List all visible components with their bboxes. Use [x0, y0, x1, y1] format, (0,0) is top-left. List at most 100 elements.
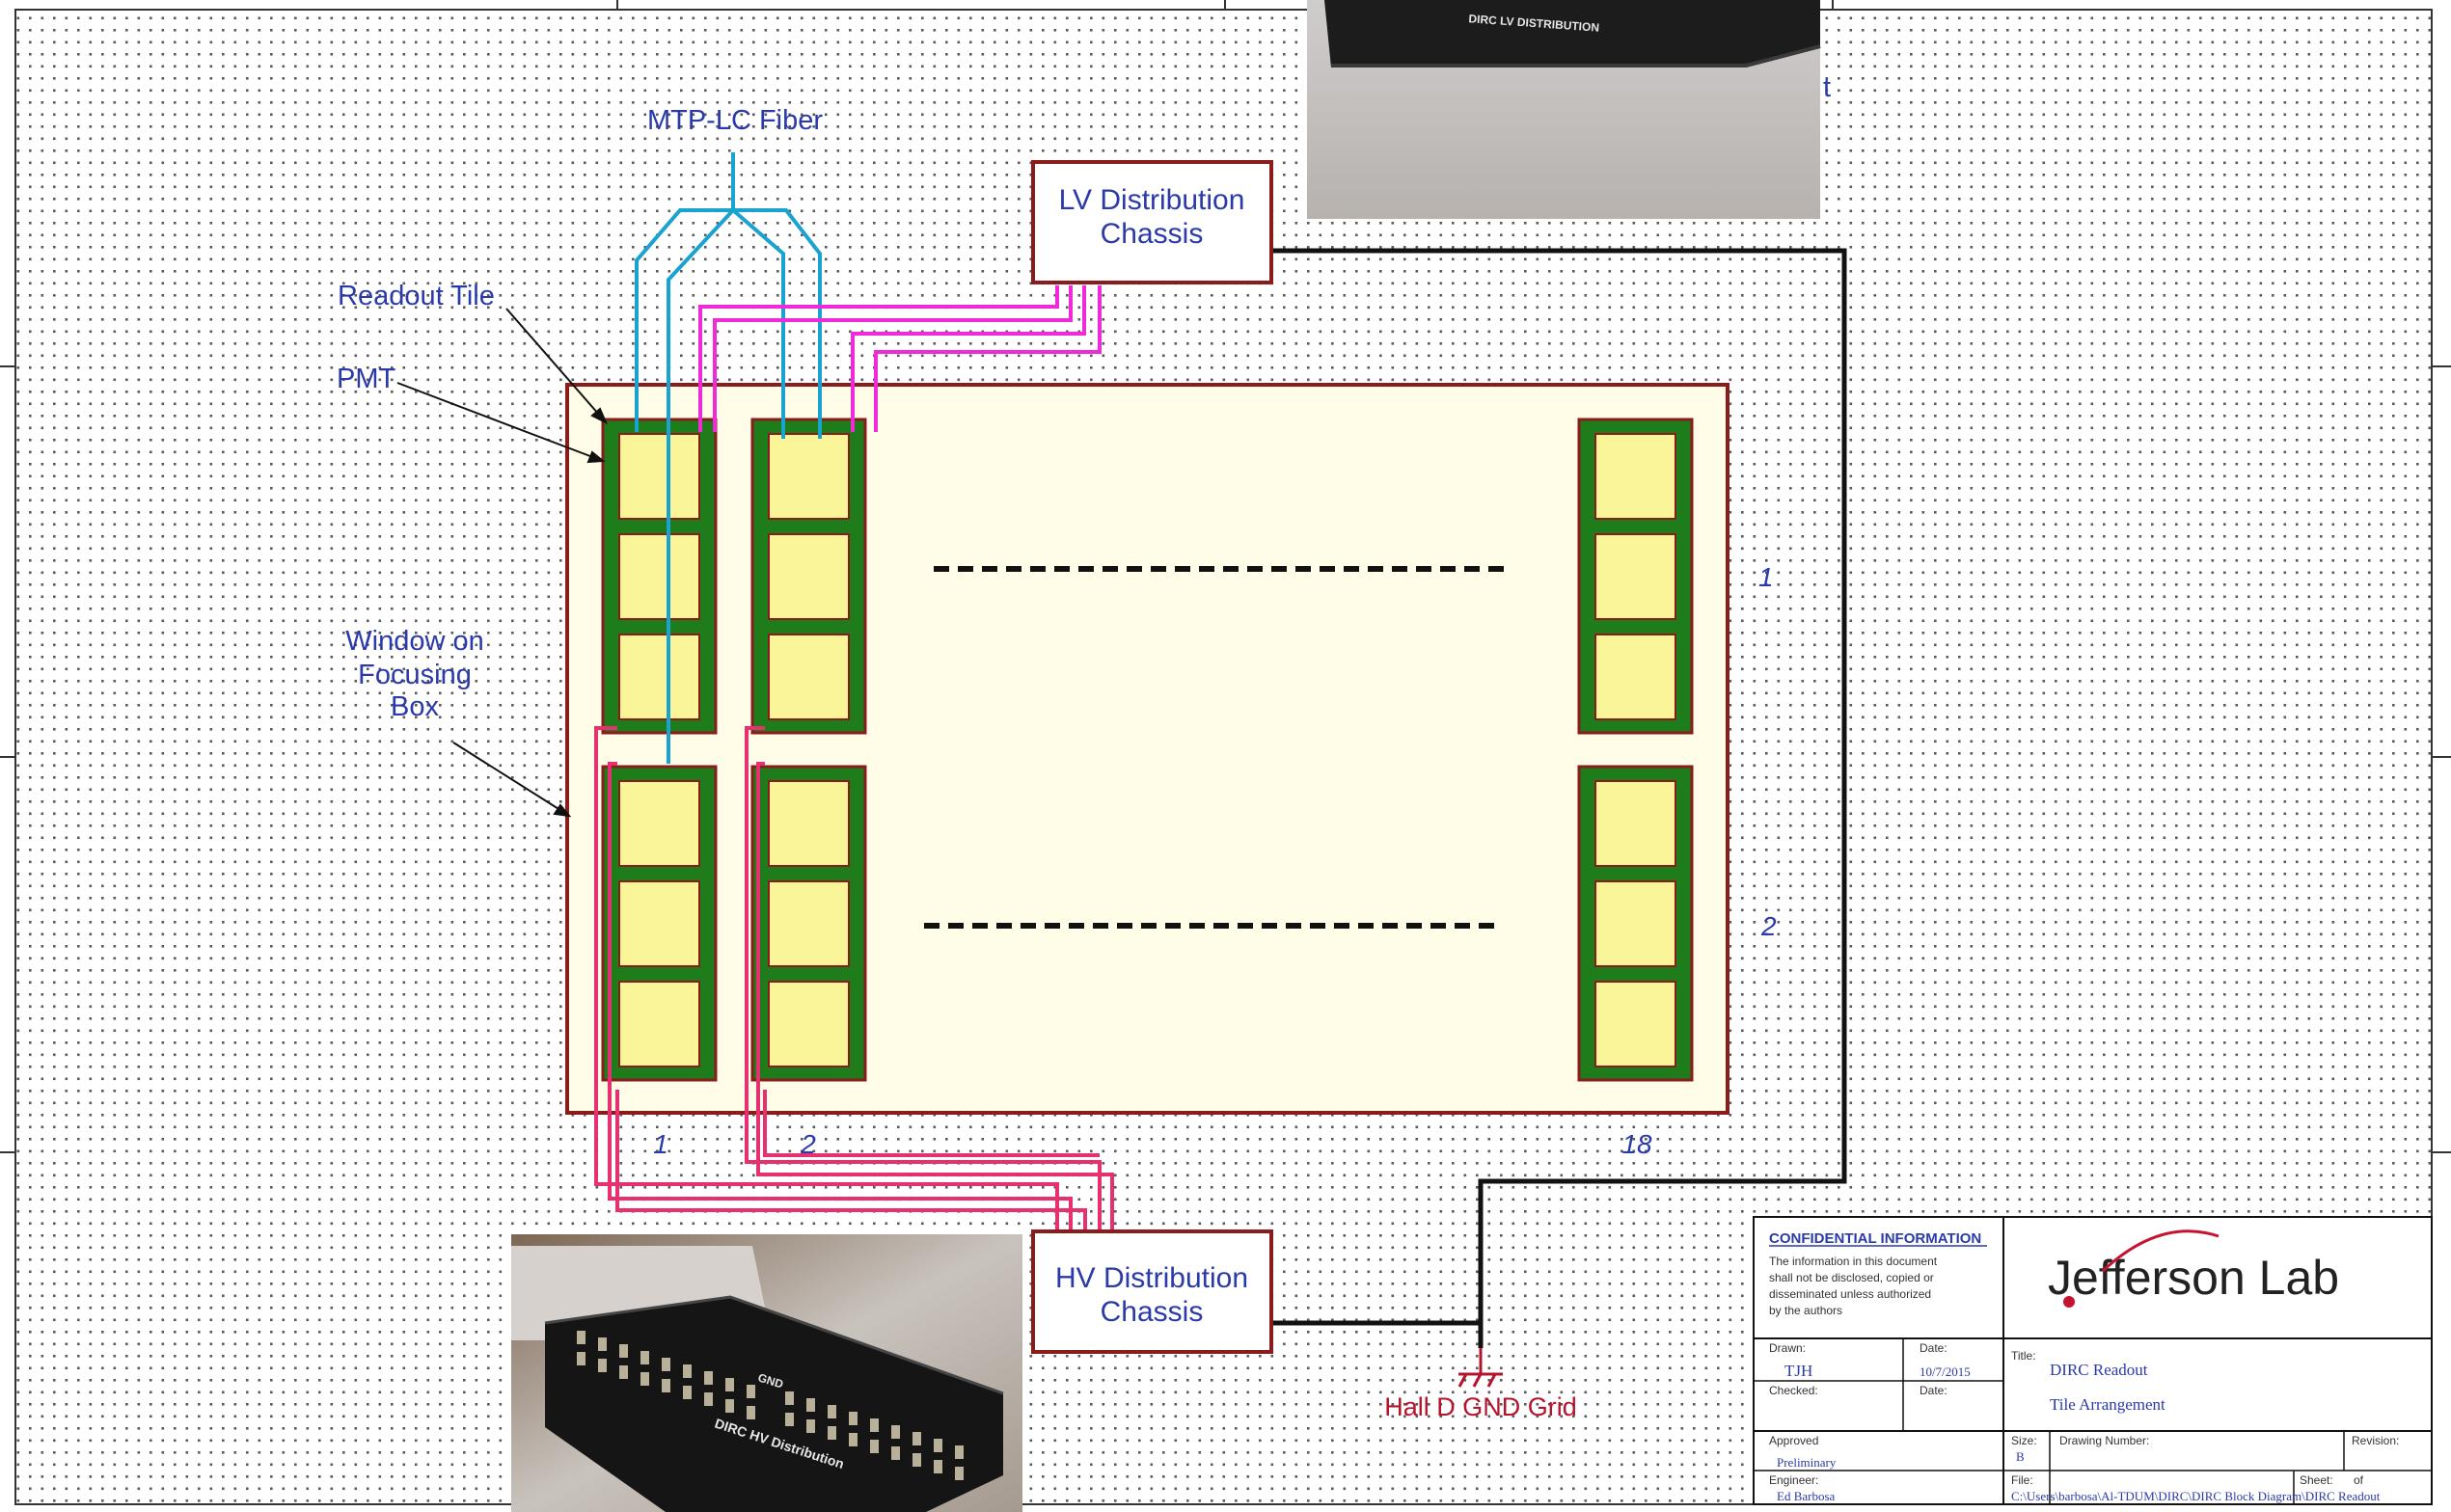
- ground-label: Hall D GND Grid: [1384, 1392, 1577, 1421]
- hv-photo-connector: [747, 1406, 755, 1419]
- hv-chassis-label-1: HV Distribution: [1055, 1262, 1248, 1294]
- pmt-r2-c18-2: [1594, 880, 1676, 967]
- row-label-2: 2: [1760, 911, 1777, 941]
- hv-photo-connector: [912, 1453, 921, 1467]
- hv-photo-connector: [806, 1419, 815, 1433]
- focusing-box-window: [565, 383, 1729, 1115]
- ground-symbol: [1457, 1348, 1503, 1388]
- drawn-label: Drawn:: [1769, 1341, 1806, 1355]
- sheet-label: Sheet:: [2300, 1473, 2333, 1487]
- hv-photo-connector: [806, 1398, 815, 1412]
- confidential-line-3: disseminated unless authorized: [1769, 1287, 1931, 1301]
- hv-cables: [594, 726, 1114, 1231]
- border-ticks: [0, 0, 2451, 1153]
- hv-photo-connector: [598, 1359, 607, 1372]
- hv-photo-connector: [662, 1358, 670, 1371]
- pmt-r2-c2-1: [768, 780, 850, 867]
- hv-photo-connector: [662, 1379, 670, 1392]
- hv-photo-connectors: [577, 1331, 964, 1480]
- window-label-3: Box: [391, 691, 439, 722]
- hv-photo-connector: [747, 1385, 755, 1398]
- column-label-2: 2: [800, 1129, 816, 1159]
- row-label-1: 1: [1758, 562, 1774, 592]
- leader-lines: [396, 308, 608, 818]
- hv-photo-connector: [828, 1426, 836, 1440]
- lv-chassis-photo: DIRC LV DISTRIBUTION: [1307, 0, 1821, 219]
- approved-value: Preliminary: [1777, 1455, 1837, 1470]
- hv-photo-connector: [577, 1352, 586, 1365]
- hv-photo-connector: [870, 1440, 879, 1453]
- hv-distribution-chassis: HV Distribution Chassis: [1031, 1229, 1273, 1354]
- pmt-r1-c1-3: [618, 634, 700, 720]
- engineer-label: Engineer:: [1769, 1473, 1818, 1487]
- hv-photo-connector: [725, 1399, 734, 1413]
- pmt-r1-c18-2: [1594, 533, 1676, 620]
- sheet-value: of: [2354, 1473, 2364, 1487]
- pmt-r2-c18-3: [1594, 981, 1676, 1067]
- hv-photo-connector: [640, 1351, 649, 1364]
- readout-tiles: [601, 418, 1694, 1082]
- fiber-label: MTP-LC Fiber: [647, 105, 823, 136]
- file-value: C:\Users\barbosa\Al-TDUM\DIRC\DIRC Block…: [2011, 1489, 2381, 1503]
- date-value: 10/7/2015: [1920, 1364, 1971, 1379]
- pmt-r1-c18-3: [1594, 634, 1676, 720]
- pmt-r1-c1-2: [618, 533, 700, 620]
- hv-photo-connector: [849, 1433, 858, 1446]
- confidential-line-4: by the authors: [1769, 1304, 1842, 1317]
- confidential-heading: CONFIDENTIAL INFORMATION: [1769, 1230, 1981, 1247]
- file-label: File:: [2011, 1473, 2033, 1487]
- hv-photo-connector: [619, 1344, 628, 1358]
- checked-label: Checked:: [1769, 1384, 1818, 1397]
- column-label-18: 18: [1621, 1129, 1652, 1159]
- readout-tile-label: Readout Tile: [338, 281, 495, 311]
- drawn-value: TJH: [1784, 1362, 1812, 1380]
- pmt-r2-c2-2: [768, 880, 850, 967]
- hv-photo-connector: [870, 1418, 879, 1432]
- revision-label: Revision:: [2352, 1434, 2399, 1447]
- confidential-line-2: shall not be disclosed, copied or: [1769, 1271, 1934, 1284]
- hv-photo-connector: [598, 1337, 607, 1351]
- hv-photo-connector: [704, 1371, 713, 1385]
- jefferson-lab-logo: Jefferson Lab: [2048, 1251, 2339, 1305]
- logo-dot-icon: [2063, 1296, 2075, 1308]
- pmt-r2-c18-1: [1594, 780, 1676, 867]
- ground-cables: [1271, 248, 1847, 1348]
- hv-photo-connector: [577, 1331, 586, 1344]
- column-label-1: 1: [653, 1129, 668, 1159]
- hv-photo-connector: [683, 1364, 692, 1378]
- hv-photo-connector: [849, 1412, 858, 1425]
- engineer-value: Ed Barbosa: [1777, 1489, 1836, 1503]
- hv-photo-connector: [955, 1467, 964, 1480]
- logo-swoosh-icon: [2101, 1229, 2220, 1273]
- size-label: Size:: [2011, 1434, 2037, 1447]
- hv-photo-connector: [891, 1446, 900, 1460]
- hv-photo-connector: [955, 1445, 964, 1459]
- title-block: CONFIDENTIAL INFORMATION The information…: [1753, 1216, 2433, 1505]
- hv-photo-connector: [725, 1378, 734, 1391]
- pmt-r2-c2-3: [768, 981, 850, 1067]
- pmt-r2-c1-3: [618, 981, 700, 1067]
- title-label: Title:: [2011, 1349, 2036, 1363]
- hv-photo-connector: [619, 1365, 628, 1379]
- lv-chassis-label-2: Chassis: [1101, 218, 1204, 250]
- pmt-r2-c1-2: [618, 880, 700, 967]
- title-value-1: DIRC Readout: [2050, 1361, 2148, 1379]
- hv-photo-connector: [934, 1460, 942, 1473]
- pmt-r1-c2-1: [768, 433, 850, 520]
- hv-chassis-photo: GND DIRC HV Distribution: [511, 1234, 1022, 1512]
- pmt-r1-c2-2: [768, 533, 850, 620]
- hv-photo-connector: [828, 1405, 836, 1418]
- window-label-2: Focusing: [358, 660, 472, 690]
- drawing-number-label: Drawing Number:: [2059, 1434, 2149, 1447]
- window-label-1: Window on: [345, 626, 483, 657]
- lv-distribution-chassis: LV Distribution Chassis: [1031, 160, 1273, 284]
- hv-photo-connector: [785, 1413, 794, 1426]
- pmt-r1-c18-1: [1594, 433, 1676, 520]
- lv-cables: [698, 285, 1102, 432]
- hv-photo-connector: [704, 1392, 713, 1406]
- stray-t: t: [1823, 72, 1831, 103]
- pmt-r1-c1-1: [618, 433, 700, 520]
- hv-photo-connector: [934, 1439, 942, 1452]
- hv-photo-connector: [640, 1372, 649, 1386]
- hv-photo-connector: [912, 1432, 921, 1445]
